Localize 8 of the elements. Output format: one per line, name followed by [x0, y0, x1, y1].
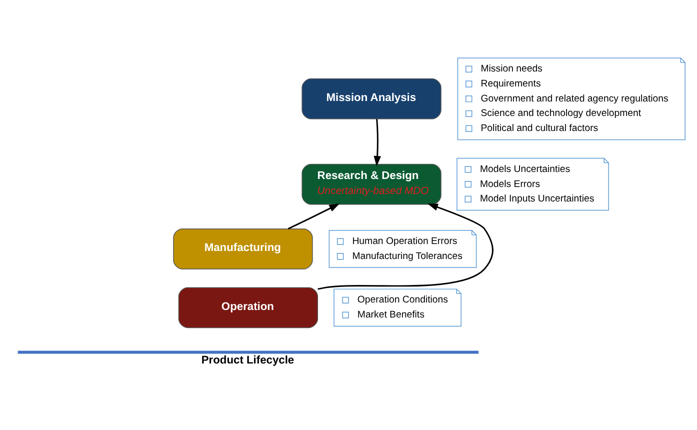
node-box: Research & Design Uncertainty-based MDO: [302, 163, 442, 204]
node-box: Mission Analysis: [302, 78, 442, 119]
arrow: [374, 118, 381, 166]
node-box: Manufacturing: [173, 228, 313, 269]
label: Product Lifecycle: [201, 354, 294, 366]
arrow: [288, 203, 340, 229]
arrow: [318, 203, 494, 290]
node-box: Operation: [178, 286, 318, 328]
